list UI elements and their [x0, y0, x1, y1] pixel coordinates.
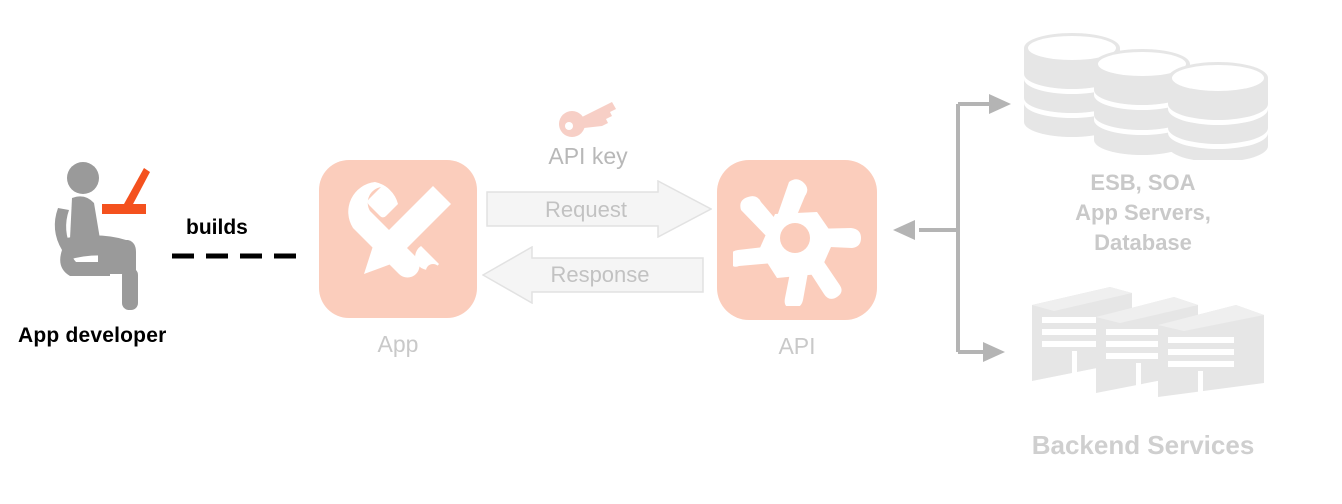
db-label-line-3: Database: [1094, 230, 1192, 255]
app-node-label: App: [377, 331, 419, 357]
builds-dashed-line: [170, 246, 302, 259]
api-star-node-icon: [729, 174, 861, 309]
bus-connector-icon: [885, 90, 1015, 365]
database-group-label: ESB, SOA App Servers, Database: [1018, 168, 1268, 258]
request-message-label: Request: [545, 197, 627, 222]
server-rack-icon: [1028, 283, 1268, 398]
db-label-line-2: App Servers,: [1075, 200, 1211, 225]
arrow-right-icon: [486, 179, 713, 239]
api-node-label: API: [778, 333, 816, 359]
backend-services-label: Backend Services: [1031, 430, 1255, 460]
developer-icon: [40, 160, 180, 310]
builds-relation-label: builds: [186, 216, 248, 239]
response-message-label: Response: [550, 262, 650, 287]
key-icon: [558, 100, 618, 138]
db-label-line-1: ESB, SOA: [1090, 170, 1196, 195]
api-key-label: API key: [548, 143, 628, 169]
database-stack-icon: [1020, 32, 1268, 162]
wrench-and-pencil-icon: [337, 176, 461, 300]
arrow-left-icon: [481, 245, 704, 305]
developer-label: App developer: [18, 324, 167, 347]
